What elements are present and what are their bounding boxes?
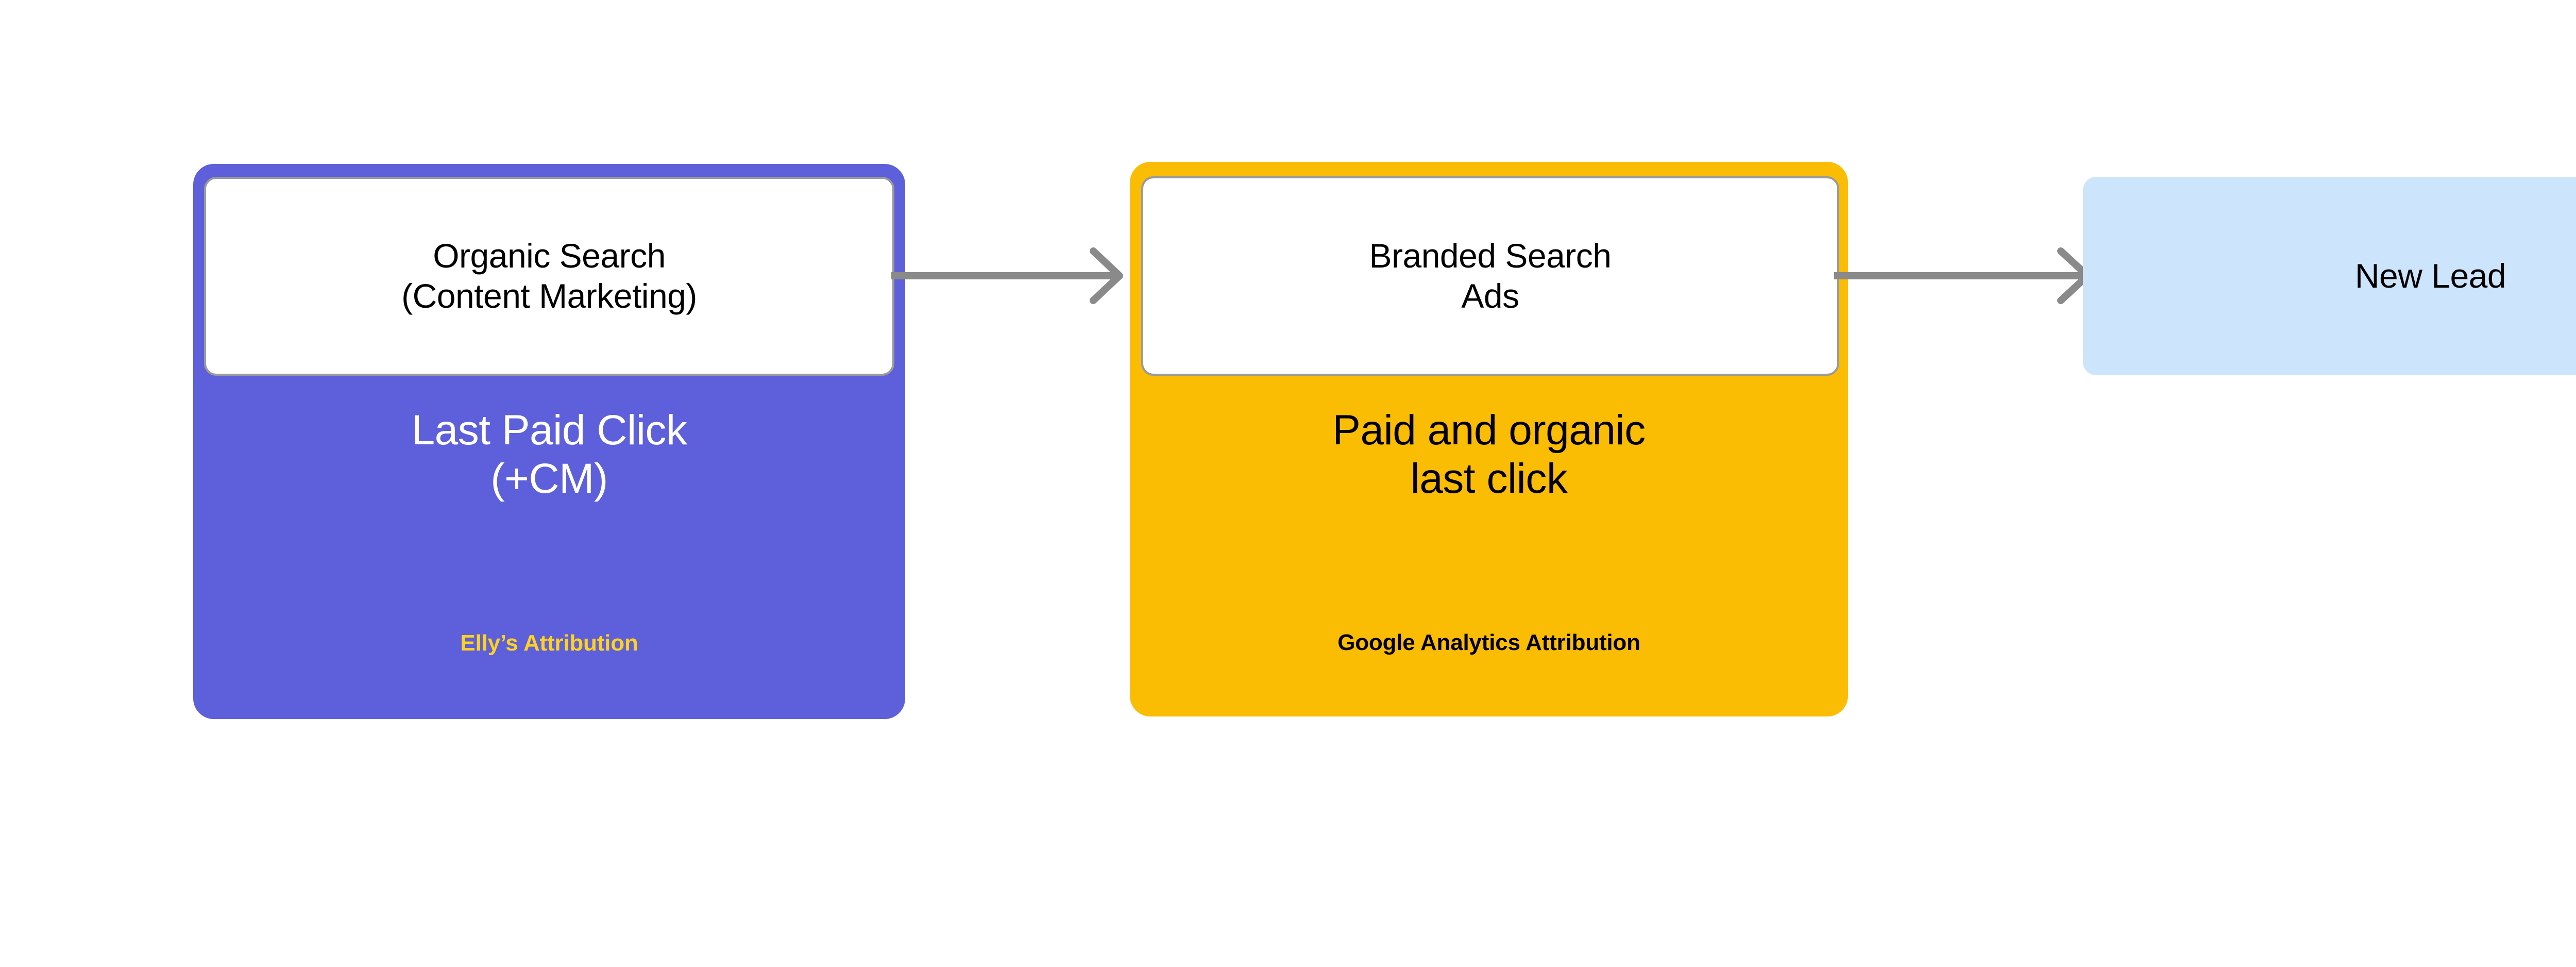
node-branded-search-ads-footer-label: Google Analytics Attribution: [1337, 630, 1640, 655]
node-organic-search-header-line-2: (Content Marketing): [401, 277, 697, 315]
node-organic-search-header-line-1: Organic Search: [433, 237, 666, 275]
node-branded-search-ads-body-line-2: last click: [1410, 455, 1568, 503]
node-branded-search-ads-header-line-1: Branded Search: [1369, 236, 1612, 275]
node-branded-search-ads-body-line-1: Paid and organic: [1332, 407, 1646, 454]
node-branded-search-ads-header-card[interactable]: Branded Search Ads: [1141, 176, 1839, 376]
node-branded-search-ads-body: Paid and organic last click: [1130, 406, 1848, 504]
arrow-branded-search-ads-to-new-lead: [1834, 235, 2102, 317]
node-organic-search-footer-label: Elly’s Attribution: [460, 630, 638, 656]
arrow-right-icon: [891, 247, 1123, 304]
arrow-right-icon: [1834, 247, 2091, 304]
node-organic-search-body: Last Paid Click (+CM): [193, 406, 905, 504]
node-new-lead-label: New Lead: [2354, 256, 2506, 295]
arrow-organic-search-to-branded-search-ads: [891, 235, 1133, 317]
node-organic-search-body-line-2: (+CM): [490, 455, 608, 503]
node-branded-search-ads[interactable]: Branded Search Ads Paid and organic last…: [1130, 162, 1848, 716]
node-organic-search-body-line-1: Last Paid Click: [411, 407, 687, 454]
node-branded-search-ads-header-line-2: Ads: [1461, 276, 1519, 315]
node-organic-search[interactable]: Organic Search (Content Marketing) Last …: [193, 164, 905, 719]
node-new-lead[interactable]: New Lead: [2083, 177, 2576, 375]
arrow-head: [1090, 247, 1123, 304]
node-organic-search-header-card[interactable]: Organic Search (Content Marketing): [204, 177, 894, 376]
